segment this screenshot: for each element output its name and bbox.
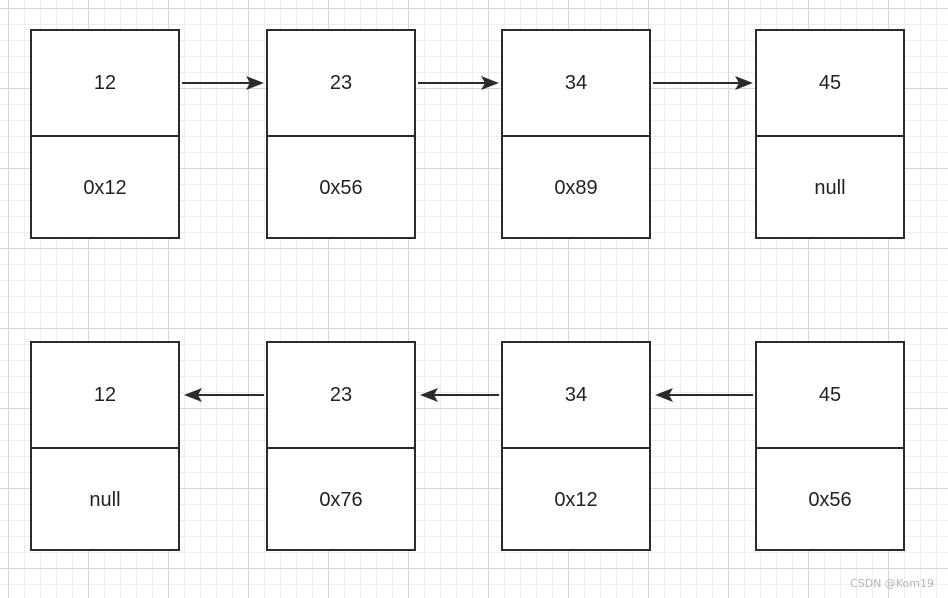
node-value: 45	[818, 71, 842, 94]
node-value: 12	[93, 383, 117, 406]
node-value: 45	[818, 383, 842, 406]
list-node: 23 0x56	[266, 29, 416, 239]
list-node: 12 null	[30, 341, 180, 551]
list-node: 34 0x89	[501, 29, 651, 239]
arrow-left-icon	[420, 388, 499, 402]
arrow-right-icon	[653, 76, 753, 90]
watermark: CSDN @Kom19	[850, 577, 934, 590]
arrow-right-icon	[182, 76, 264, 90]
list-node: 23 0x76	[266, 341, 416, 551]
node-value: 23	[329, 71, 353, 94]
list-node: 12 0x12	[30, 29, 180, 239]
node-pointer: null	[757, 135, 903, 239]
node-pointer: null	[32, 447, 178, 551]
node-pointer: 0x12	[32, 135, 178, 239]
node-value: 34	[564, 383, 588, 406]
list-node: 45 0x56	[755, 341, 905, 551]
arrow-left-icon	[655, 388, 753, 402]
node-pointer: 0x12	[503, 447, 649, 551]
list-node: 34 0x12	[501, 341, 651, 551]
arrow-left-icon	[184, 388, 264, 402]
node-pointer: 0x76	[268, 447, 414, 551]
list-node: 45 null	[755, 29, 905, 239]
node-value: 34	[564, 71, 588, 94]
node-pointer: 0x56	[268, 135, 414, 239]
node-pointer: 0x56	[757, 447, 903, 551]
node-value: 23	[329, 383, 353, 406]
node-value: 12	[93, 71, 117, 94]
arrow-right-icon	[418, 76, 499, 90]
node-pointer: 0x89	[503, 135, 649, 239]
